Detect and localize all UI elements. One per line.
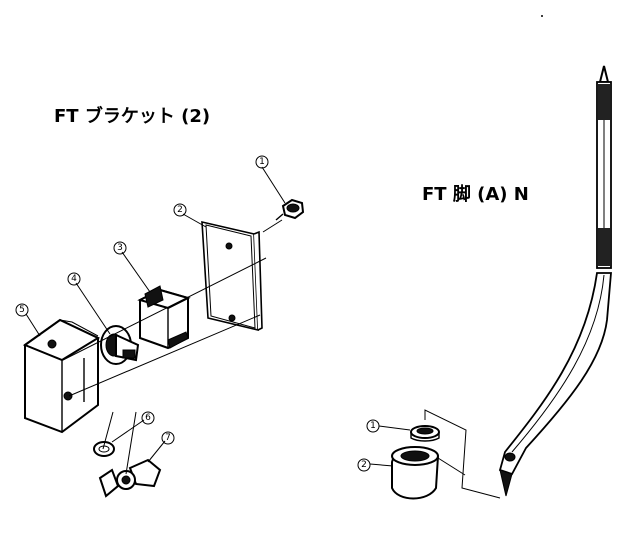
callout-3: 3 [113,241,127,255]
bolt-part [275,198,305,221]
leg-foot-cap-part [391,446,440,500]
wing-nut-part [98,458,162,498]
callout-4: 4 [67,272,81,286]
svg-text:2: 2 [177,205,183,215]
callout-2: 2 [173,203,187,217]
washer-part [93,441,115,457]
svg-text:2: 2 [361,460,367,470]
bracket-assembly: 1 2 3 4 5 6 7 [15,155,305,498]
leg-rod-curved [498,272,612,497]
housing-box-part [22,318,101,434]
svg-text:3: 3 [117,243,123,253]
callout-5: 5 [15,303,29,317]
leg-nut-part [410,425,440,442]
clamp-block-part [137,285,191,350]
mounting-plate-part [201,220,263,332]
leg-assembly-title: FT 脚 (A) N [422,184,529,205]
leg-callout-1: 1 [366,419,380,433]
svg-text:4: 4 [71,274,77,284]
svg-text:5: 5 [19,305,25,315]
svg-text:1: 1 [259,157,265,167]
leg-assembly: 1 2 [357,65,612,500]
svg-text:1: 1 [370,421,376,431]
leg-callout-2: 2 [357,458,371,472]
bracket-assembly-title: FT ブラケット (2) [54,105,210,127]
callout-7: 7 [161,431,175,445]
scan-speck [541,15,543,17]
callout-6: 6 [141,411,155,425]
leg-rod-upper [596,65,612,269]
adjuster-knob-part [100,325,140,365]
callout-1: 1 [255,155,269,169]
svg-text:6: 6 [145,413,151,423]
svg-text:7: 7 [165,433,171,443]
